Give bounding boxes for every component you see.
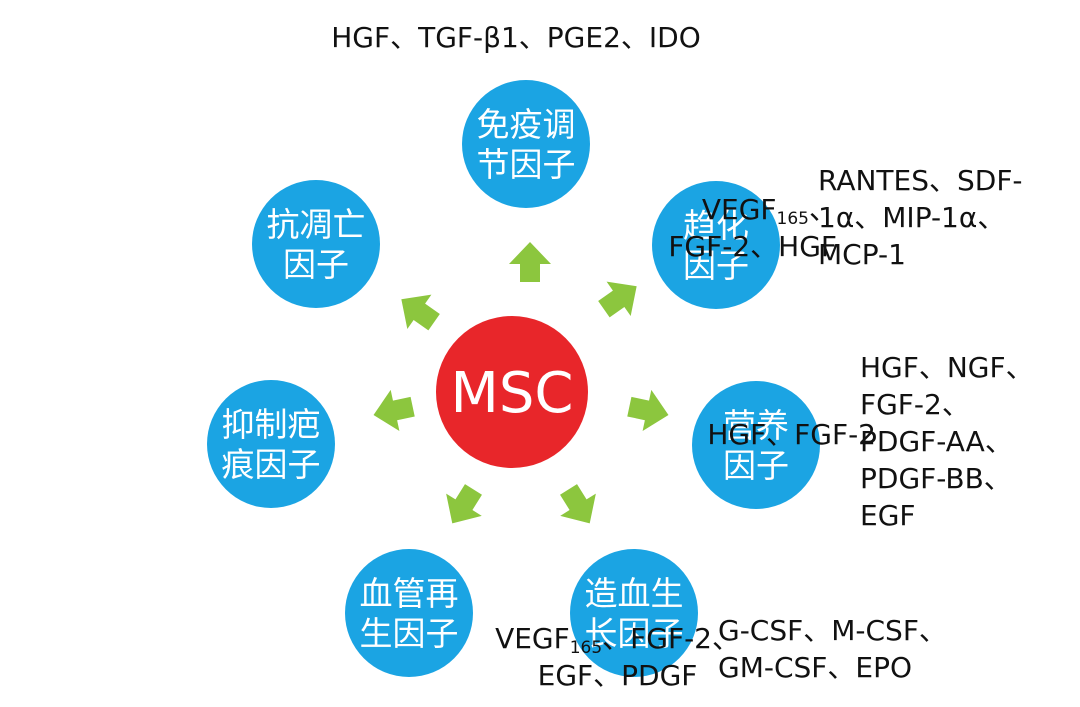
node-circle-chemotactic: [652, 181, 780, 309]
factor-line: FGF-2、: [860, 388, 970, 421]
node-circle-trophic: [692, 381, 820, 509]
arrows-layer: [373, 242, 669, 524]
factor-line: PDGF-AA、: [860, 425, 1013, 458]
factor-list-angiogenic: VEGF165、FGF-2、EGF、PDGF: [495, 620, 740, 694]
node-label-immune: 节因子: [477, 145, 576, 184]
node-label-chemotactic: 趋化: [683, 206, 749, 245]
node-label-angiogenic: 血管再: [360, 574, 459, 613]
node-label-chemotactic: 因子: [683, 246, 749, 285]
factor-line: VEGF165、FGF-2、: [495, 622, 740, 658]
factor-line: GM-CSF、EPO: [718, 651, 913, 684]
factor-line: HGF、NGF、: [860, 351, 1034, 384]
node-circle-antiapoptotic: [252, 180, 380, 308]
factor-list-trophic: HGF、NGF、 FGF-2、 PDGF-AA、 PDGF-BB、 EGF: [860, 349, 1034, 534]
node-circle-hematopoietic: [570, 549, 698, 677]
factor-list-chemotactic: RANTES、SDF- 1α、MIP-1α、 MCP-1: [818, 162, 1023, 273]
factor-line: G-CSF、M-CSF、: [718, 614, 947, 647]
node-label-antiapoptotic: 抗凋亡: [267, 205, 366, 244]
factor-line: VEGF165、: [701, 193, 837, 229]
node-circle-immune: [462, 80, 590, 208]
factor-list-immune: HGF、TGF-β1、PGE2、IDO: [296, 19, 736, 56]
factor-line: MCP-1: [818, 238, 906, 271]
factor-line: 1α、MIP-1α、: [818, 201, 1006, 234]
arrow-trophic: [627, 389, 669, 431]
arrow-immune: [509, 242, 551, 282]
factor-list-hematopoietic: G-CSF、M-CSF、 GM-CSF、EPO: [718, 612, 947, 686]
node-circle-antiscar: [207, 380, 335, 508]
node-label-antiapoptotic: 因子: [283, 245, 349, 284]
node-label-angiogenic: 生因子: [360, 614, 459, 653]
factor-line: HGF、FGF-2: [707, 418, 876, 451]
node-label-trophic: 因子: [723, 446, 789, 485]
node-label-antiscar: 痕因子: [222, 445, 321, 484]
center-label: MSC: [451, 361, 574, 426]
factor-line: FGF-2、HGF: [668, 230, 837, 263]
factor-line: RANTES、SDF-: [818, 164, 1023, 197]
factor-line: PDGF-BB、: [860, 462, 1012, 495]
arrow-angiogenic: [446, 484, 482, 524]
node-label-hematopoietic: 造血生: [585, 574, 684, 613]
center-node: MSC: [436, 316, 588, 468]
arrow-hematopoietic: [560, 484, 596, 524]
arrow-antiapoptotic: [401, 294, 440, 331]
arrow-chemotactic: [598, 281, 637, 318]
center-circle: [436, 316, 588, 468]
factor-line: EGF、PDGF: [537, 659, 698, 692]
node-label-hematopoietic: 长因子: [585, 614, 684, 653]
node-circle-angiogenic: [345, 549, 473, 677]
node-label-immune: 免疫调: [477, 105, 576, 144]
factor-list-antiapoptotic: VEGF165、FGF-2、HGF: [668, 191, 837, 265]
factor-line: HGF、TGF-β1、PGE2、IDO: [331, 21, 701, 54]
node-label-antiscar: 抑制疤: [222, 405, 321, 444]
arrow-antiscar: [373, 389, 415, 431]
node-label-trophic: 营养: [723, 406, 789, 445]
factor-line: EGF: [860, 499, 916, 532]
factor-list-antiscar: HGF、FGF-2: [707, 416, 876, 453]
